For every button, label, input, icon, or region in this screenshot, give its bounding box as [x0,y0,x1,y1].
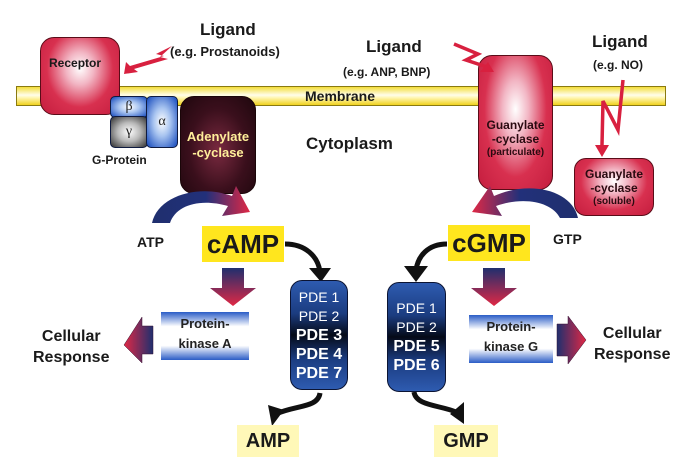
receptor: Receptor [40,37,120,115]
pde-to-amp-arrow [268,392,323,426]
gc-soluble-line3: (soluble) [593,196,635,207]
cellular-response-left: Cellular Response [33,326,109,368]
g-protein-gamma: γ [110,116,148,148]
guanylate-cyclase-particulate: Guanylate -cyclase (particulate) [478,55,553,190]
pka-to-response-arrow [123,316,154,364]
gc-particulate-line2: -cyclase [491,132,540,146]
pde-isoform: PDE 7 [295,364,343,382]
adenylate-cyclase-line2: -cyclase [192,145,244,160]
ligand-no-title: Ligand [592,32,648,51]
adenylate-cyclase: Adenylate -cyclase [180,96,256,194]
pde-isoform: PDE 5 [393,338,440,355]
g-protein-label: G-Protein [92,153,147,167]
pka-line1: Protein- [180,316,230,331]
protein-kinase-a: Protein- kinase A [161,312,249,360]
camp-box: cAMP [202,226,284,262]
gc-soluble-line2: -cyclase [590,181,638,195]
lightning-arrow-prostanoids [124,46,172,74]
cgmp-to-pde-arrow [404,241,448,282]
pde-isoform: PDE 6 [393,357,440,374]
ligand-prostanoids-title: Ligand [200,20,256,39]
gtp-label: GTP [553,231,582,247]
adenylate-cyclase-line1: Adenylate [186,129,250,144]
cellular-response-right-line1: Cellular [602,325,662,342]
pde-isoform: PDE 4 [295,345,343,363]
camp-to-pka-arrow [210,268,256,306]
pde-to-gmp-arrow [411,391,464,424]
pkg-line1: Protein- [486,319,536,334]
amp-box: AMP [237,425,299,457]
gc-particulate-line1: Guanylate [486,118,545,132]
receptor-label: Receptor [49,56,102,70]
ligand-natriuretic-title: Ligand [366,37,422,56]
membrane-label: Membrane [305,88,376,104]
g-protein-alpha: α [146,96,178,148]
pka-line2: kinase A [178,336,232,351]
pkg-to-response-arrow [556,315,587,365]
ligand-natriuretic-example: (e.g. ANP, BNP) [343,65,431,79]
pde-isoform: PDE 2 [298,307,340,324]
pde-cgmp-box: PDE 1 PDE 2 PDE 5 PDE 6 [387,282,446,392]
pde-isoform: PDE 1 [298,288,340,305]
pde-isoform: PDE 1 [396,300,437,316]
pkg-line2: kinase G [483,339,539,354]
gmp-box: GMP [434,425,498,457]
guanylate-cyclase-soluble: Guanylate -cyclase (soluble) [574,158,654,216]
cellular-response-left-line1: Cellular [41,328,101,345]
cellular-response-right-line2: Response [594,346,671,363]
ligand-prostanoids-example: (e.g. Prostanoids) [170,44,280,59]
pde-isoform: PDE 3 [295,326,343,344]
protein-kinase-g: Protein- kinase G [469,315,553,363]
lightning-arrow-no [595,79,625,157]
cellular-response-right: Cellular Response [594,323,670,365]
atp-to-camp-arrow [152,186,250,223]
cytoplasm-label: Cytoplasm [306,134,393,153]
atp-label: ATP [137,234,164,250]
ligand-no-example: (e.g. NO) [593,58,643,72]
gc-soluble-line1: Guanylate [584,167,644,181]
camp-to-pde-arrow [284,241,331,282]
lightning-arrow-anp [453,42,494,72]
gtp-to-cgmp-arrow [472,186,578,218]
cgmp-box: cGMP [448,225,530,261]
gc-particulate-line3: (particulate) [486,147,545,158]
pde-isoform: PDE 2 [396,319,437,335]
cgmp-to-pkg-arrow [471,268,517,306]
cellular-response-left-line2: Response [33,349,110,366]
